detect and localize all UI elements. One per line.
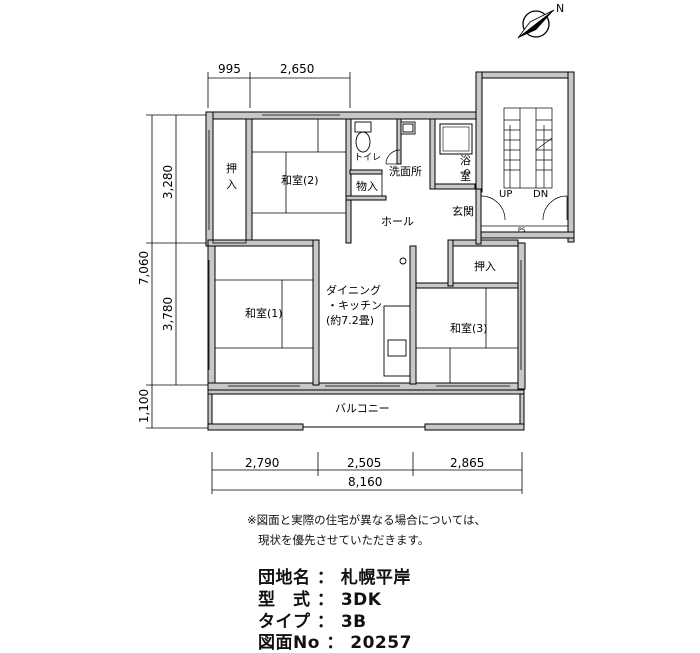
monoire-storage bbox=[350, 173, 383, 197]
dim-bottom-2865: 2,865 bbox=[450, 456, 484, 470]
room-washitsu-2: 和室(2) bbox=[281, 173, 319, 187]
kata-label: 型 式 bbox=[258, 590, 311, 610]
dim-left-3780: 3,780 bbox=[161, 297, 175, 331]
room-balcony: バルコニー bbox=[335, 402, 390, 415]
room-hall: ホール bbox=[381, 215, 414, 228]
zumen-label: 図面No bbox=[258, 633, 320, 653]
kata-value: 3DK bbox=[340, 590, 382, 610]
room-dining-line2: ・キッチン bbox=[327, 299, 382, 312]
stair-up-label: UP bbox=[499, 189, 512, 200]
zumen-sep: ： bbox=[326, 633, 344, 653]
zumen-value: 20257 bbox=[350, 633, 412, 653]
compass-north-label: N bbox=[556, 2, 564, 15]
room-dining-line1: ダイニング bbox=[326, 283, 381, 297]
room-oshiire-top-line2: 入 bbox=[226, 178, 237, 191]
bathtub-icon bbox=[439, 123, 473, 155]
room-washitsu-3: 和室(3) bbox=[450, 321, 488, 335]
room-dining-line3: (約7.2畳) bbox=[326, 313, 374, 327]
dim-bottom-2505: 2,505 bbox=[347, 456, 381, 470]
dim-top-2650: 2,650 bbox=[280, 62, 314, 76]
note-line-2: 現状を優先させていただきます。 bbox=[258, 533, 430, 547]
room-washitsu-1: 和室(1) bbox=[245, 306, 283, 320]
balcony-area bbox=[207, 389, 525, 431]
room-oshiire-right: 押入 bbox=[474, 259, 496, 273]
ps-shaft bbox=[480, 225, 569, 233]
washbasin-icon bbox=[400, 121, 416, 135]
room-monoire: 物入 bbox=[356, 179, 378, 193]
dim-left-1100: 1,100 bbox=[137, 389, 151, 423]
dim-top-995: 995 bbox=[218, 62, 241, 76]
room-genkan: 玄関 bbox=[452, 204, 474, 218]
room-toilet: トイレ bbox=[354, 153, 381, 163]
info-zumen: 図面No ： 20257 bbox=[258, 628, 412, 653]
type-sep: ： bbox=[316, 612, 335, 632]
left-dimension-lines bbox=[146, 114, 208, 429]
danchi-label: 団地名 bbox=[258, 568, 311, 588]
note-line-1: ※図面と実際の住宅が異なる場合については、 bbox=[247, 513, 487, 527]
north-compass-icon: N bbox=[517, 2, 564, 39]
info-type: タイプ ： 3B bbox=[258, 607, 367, 632]
toilet-icon bbox=[354, 121, 372, 153]
stair-dn-label: DN bbox=[533, 189, 548, 200]
ps-label: PS bbox=[518, 227, 526, 234]
tatami-lines bbox=[215, 119, 518, 383]
danchi-value: 札幌平岸 bbox=[340, 568, 411, 588]
kata-sep: ： bbox=[316, 590, 335, 610]
type-value: 3B bbox=[340, 612, 367, 632]
danchi-sep: ： bbox=[316, 568, 335, 588]
room-yokushitsu-line1: 浴 bbox=[460, 154, 471, 167]
bottom-dimension-lines bbox=[211, 452, 523, 494]
info-kata: 型 式 ： 3DK bbox=[258, 585, 381, 610]
dim-total-8160: 8,160 bbox=[348, 475, 382, 489]
dim-left-3280: 3,280 bbox=[161, 165, 175, 199]
dim-left-7060: 7,060 bbox=[137, 251, 151, 285]
dim-bottom-2790: 2,790 bbox=[245, 456, 279, 470]
info-danchi: 団地名 ： 札幌平岸 bbox=[258, 563, 411, 588]
room-senmenjo: 洗面所 bbox=[389, 165, 422, 178]
room-oshiire-top-line1: 押 bbox=[226, 161, 237, 175]
top-dimension-lines bbox=[207, 72, 351, 108]
type-label: タイプ bbox=[258, 612, 311, 632]
kitchen-counter bbox=[383, 305, 411, 377]
door-swings bbox=[385, 149, 568, 221]
staircase bbox=[503, 107, 553, 189]
windows bbox=[208, 114, 522, 387]
room-yokushitsu-line2: 室 bbox=[460, 169, 471, 183]
oshiire-closet-right bbox=[452, 245, 519, 284]
